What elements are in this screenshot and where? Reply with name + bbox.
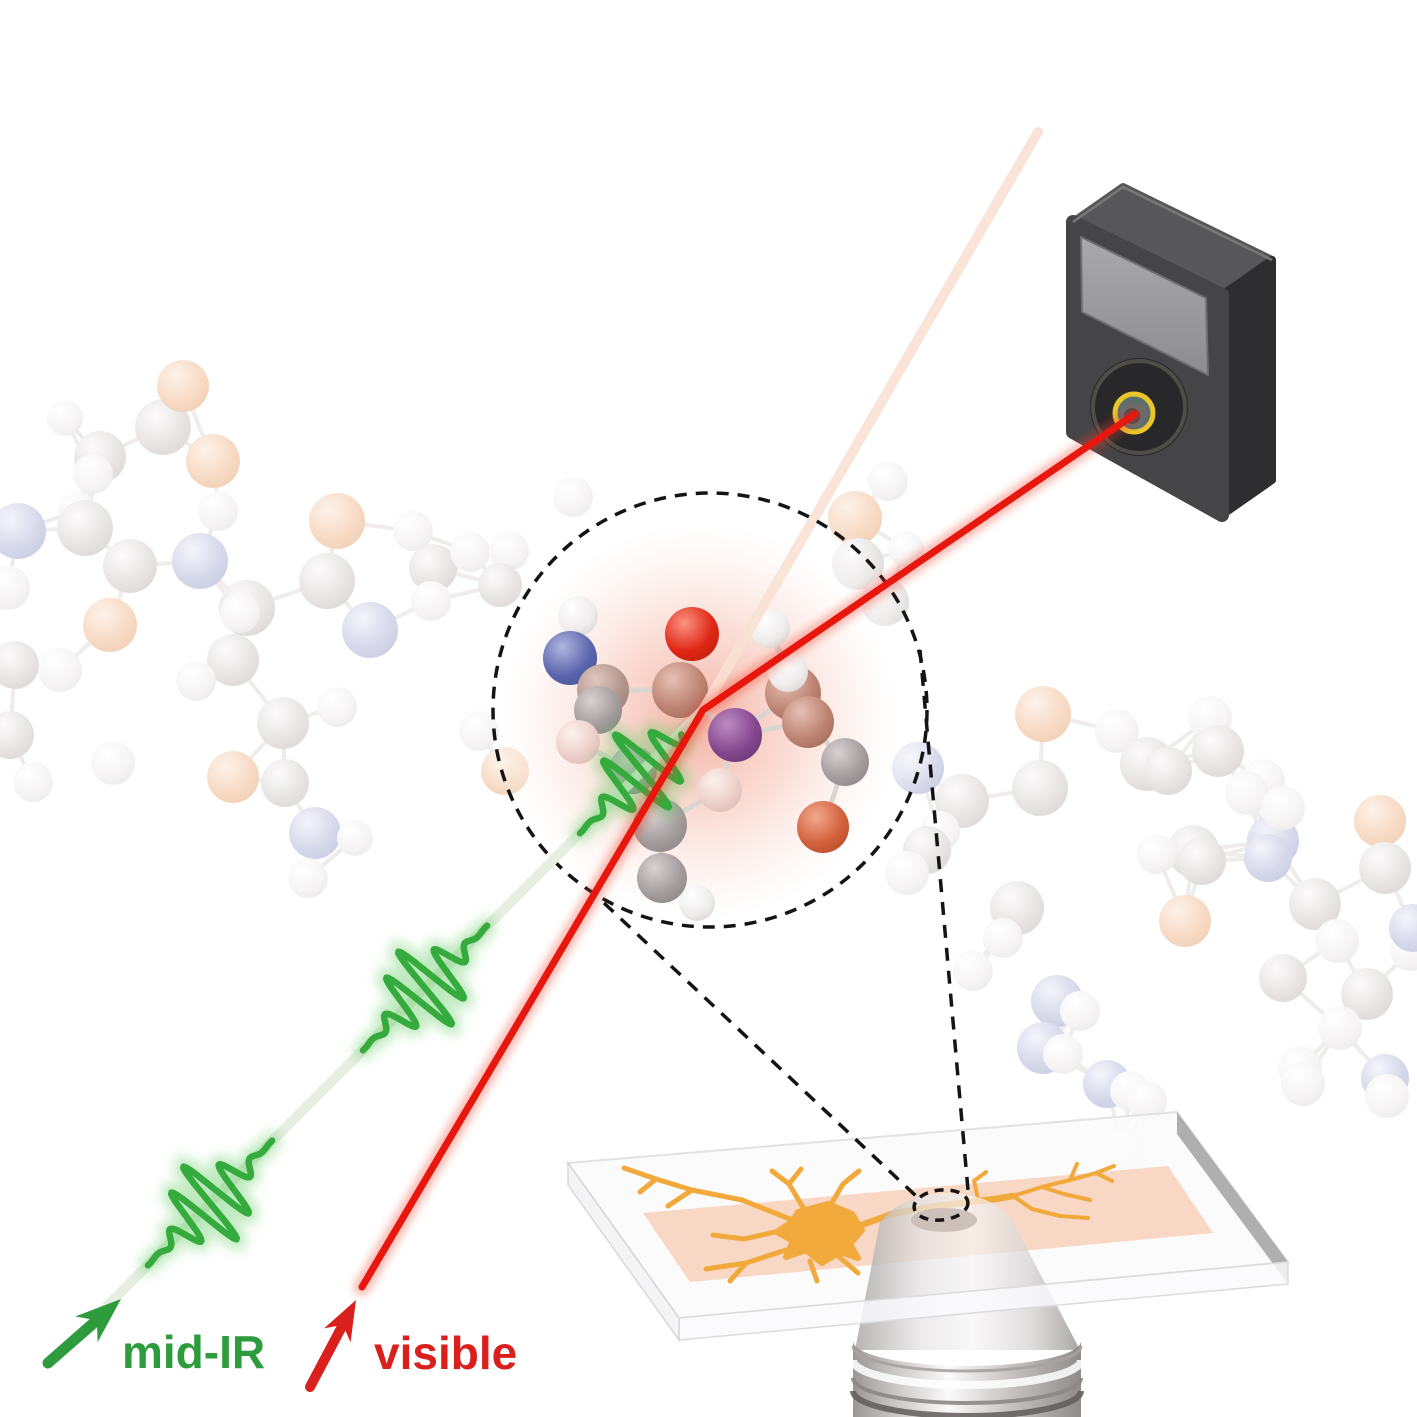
atom: [0, 566, 30, 610]
atom: [1127, 1081, 1167, 1121]
atom: [317, 687, 357, 727]
atom: [1354, 795, 1406, 847]
atom: [91, 741, 135, 785]
detector-screen: [1080, 236, 1209, 376]
atom: [1281, 1062, 1325, 1106]
atom: [103, 539, 157, 593]
atom: [186, 434, 240, 488]
microscope-slide-assembly: [566, 1110, 1290, 1417]
mid-ir-label: mid-IR: [122, 1326, 265, 1378]
zoom-circle-outline: [491, 491, 929, 929]
atom: [288, 858, 328, 898]
atom: [83, 598, 137, 652]
atom: [0, 641, 39, 689]
atom: [665, 607, 719, 661]
atom: [637, 853, 687, 903]
atom: [1060, 991, 1100, 1031]
mid-ir-pulse: [576, 728, 687, 837]
atom: [652, 662, 708, 718]
visible-arrow: [305, 1300, 356, 1392]
atom: [1178, 837, 1226, 885]
atom: [1365, 1074, 1409, 1118]
atom: [38, 648, 82, 692]
atom: [257, 697, 309, 749]
mid-ir-arrow: [42, 1299, 121, 1369]
atom: [393, 511, 433, 551]
neuron-illustration: [621, 1162, 1116, 1284]
atom: [73, 454, 113, 494]
atom: [411, 581, 451, 621]
atom: [1315, 919, 1359, 963]
zoom-cone-dashed-lines: [602, 649, 970, 1222]
atom: [679, 885, 715, 921]
atom: [1012, 760, 1068, 816]
atom: [309, 493, 365, 549]
atom: [821, 738, 869, 786]
mid-ir-pulse-beam: [100, 705, 708, 1313]
atom: [1159, 895, 1211, 947]
atom: [1192, 725, 1244, 777]
atom: [1389, 904, 1417, 952]
atom: [207, 634, 259, 686]
atom: [450, 532, 490, 572]
atom: [1289, 878, 1341, 930]
atom: [1043, 1034, 1083, 1074]
atom: [1015, 686, 1071, 742]
atom: [489, 531, 529, 571]
atom: [261, 759, 309, 807]
atom: [556, 720, 600, 764]
visible-probe-beam: [353, 405, 1144, 1296]
atom: [553, 477, 593, 517]
transmitted-beam: [698, 127, 1043, 715]
atom: [1244, 834, 1292, 882]
focus-spot-circle: [912, 1188, 970, 1222]
photodetector: [1066, 183, 1276, 522]
atom: [13, 762, 53, 802]
atom: [708, 708, 762, 762]
atom: [797, 801, 849, 853]
mid-ir-pulse: [144, 1137, 276, 1269]
atom: [198, 491, 238, 531]
mid-ir-pulse: [359, 922, 491, 1054]
atom: [1225, 771, 1269, 815]
atom: [885, 851, 929, 895]
atom: [299, 553, 355, 609]
visible-label: visible: [374, 1327, 517, 1379]
atom: [558, 596, 598, 636]
atom: [289, 807, 341, 859]
atom: [342, 602, 398, 658]
atom: [157, 360, 209, 412]
atom: [1318, 1006, 1362, 1050]
atom: [409, 544, 457, 592]
atom: [953, 951, 993, 991]
atom: [207, 751, 259, 803]
atom: [782, 696, 834, 748]
atom: [1095, 709, 1139, 753]
atom: [1261, 786, 1305, 830]
beam-labels: mid-IR visible: [42, 1299, 517, 1392]
atom: [0, 711, 34, 759]
atom: [220, 593, 260, 633]
atom: [135, 399, 191, 455]
atom: [57, 500, 113, 556]
atom: [983, 918, 1023, 958]
atom: [1359, 842, 1411, 894]
atom: [698, 768, 742, 812]
atom: [176, 661, 216, 701]
atom: [1259, 954, 1307, 1002]
atom: [337, 820, 373, 856]
atom: [543, 631, 597, 685]
atom: [1137, 834, 1177, 874]
atom: [0, 503, 46, 559]
atom: [172, 533, 228, 589]
atom: [1341, 968, 1393, 1020]
atom: [47, 400, 83, 436]
atom: [868, 461, 908, 501]
atom: [1144, 747, 1192, 795]
